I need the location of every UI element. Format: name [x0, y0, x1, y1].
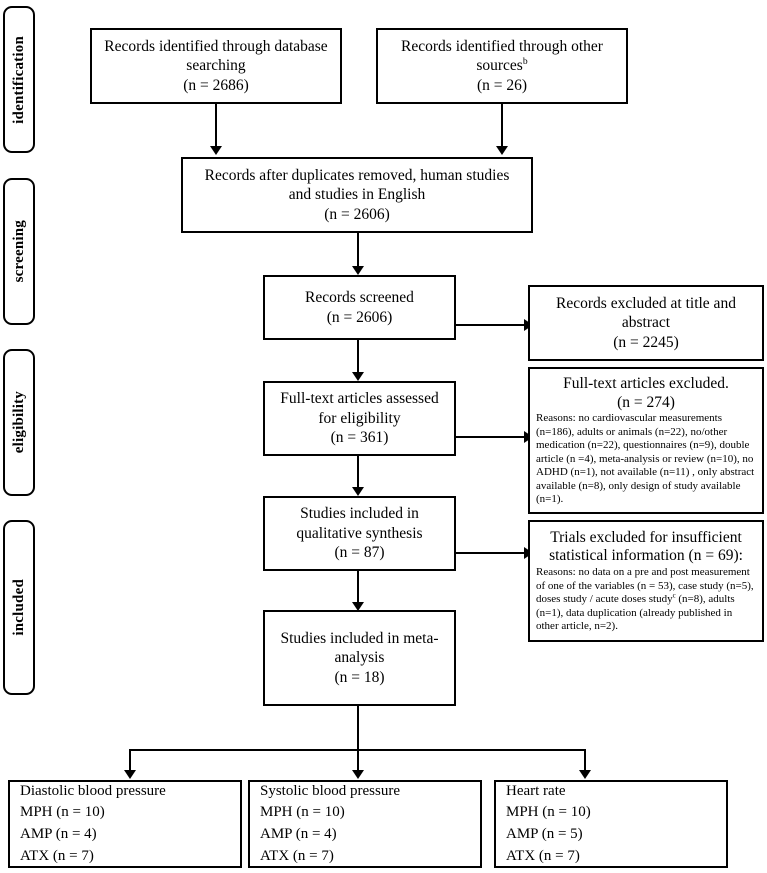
connector-outcome-diastolic: [129, 749, 131, 770]
node-meta-analysis-text: Studies included in meta- analysis (n = …: [280, 629, 439, 686]
connector-fulltext-to-excluded: [456, 436, 526, 438]
other-sources-count: (n = 26): [476, 76, 528, 94]
node-outcome-diastolic: Diastolic blood pressure MPH (n = 10) AM…: [8, 780, 242, 868]
node-outcome-systolic: Systolic blood pressure MPH (n = 10) AMP…: [248, 780, 482, 868]
node-fulltext-excluded-heading: Full-text articles excluded. (n = 274): [563, 374, 729, 411]
node-meta-analysis: Studies included in meta- analysis (n = …: [263, 610, 456, 706]
connector-fulltext-down: [357, 456, 359, 487]
phase-box-included: included: [3, 520, 35, 695]
arrowhead-fulltext-down: [352, 487, 364, 496]
phase-box-eligibility: eligibility: [3, 349, 35, 496]
arrowhead-outcome-diastolic: [124, 770, 136, 779]
node-records-excluded-title-abstract: Records excluded at title and abstract (…: [528, 285, 764, 361]
node-outcome-diastolic-text: Diastolic blood pressure MPH (n = 10) AM…: [20, 782, 166, 864]
arrowhead-qualitative-down: [352, 602, 364, 611]
connector-outcome-systolic: [357, 749, 359, 770]
connector-screened-down: [357, 340, 359, 372]
node-trials-excluded-heading: Trials excluded for insufficient statist…: [549, 528, 743, 565]
node-fulltext-assessed: Full-text articles assessed for eligibil…: [263, 381, 456, 456]
node-records-after-duplicates: Records after duplicates removed, human …: [181, 157, 533, 233]
node-trials-excluded-reasons: Reasons: no data on a pre and post measu…: [530, 566, 762, 633]
phase-label-eligibility: eligibility: [10, 391, 27, 454]
phase-box-identification: identification: [3, 6, 35, 153]
other-sources-title: Records identified through other sources: [401, 37, 603, 75]
other-sources-superscript: b: [522, 56, 528, 68]
arrowhead-outcome-systolic: [352, 770, 364, 779]
node-records-identified-other-sources-text: Records identified through other sources…: [378, 37, 626, 95]
node-outcome-systolic-text: Systolic blood pressure MPH (n = 10) AMP…: [260, 782, 400, 864]
phase-box-screening: screening: [3, 178, 35, 325]
node-records-screened-text: Records screened (n = 2606): [305, 289, 414, 326]
trials-excluded-reasons-pre: Reasons: no data on a pre and post measu…: [536, 566, 754, 606]
node-fulltext-excluded-reasons: Reasons: no cardiovascular measurements …: [536, 412, 755, 505]
arrowhead-after-duplicates-down: [352, 266, 364, 275]
node-records-identified-database-text: Records identified through database sear…: [104, 37, 328, 94]
arrowhead-db-search-down: [210, 146, 222, 155]
node-outcome-heartrate: Heart rate MPH (n = 10) AMP (n = 5) ATX …: [494, 780, 728, 868]
connector-qualitative-down: [357, 571, 359, 602]
arrowhead-other-sources-down: [496, 146, 508, 155]
node-outcome-heartrate-text: Heart rate MPH (n = 10) AMP (n = 5) ATX …: [506, 782, 591, 864]
phase-label-included: included: [10, 579, 27, 636]
connector-meta-analysis-stem: [357, 706, 359, 750]
arrowhead-screened-down: [352, 372, 364, 381]
node-records-identified-other-sources: Records identified through other sources…: [376, 28, 628, 104]
node-qualitative-synthesis: Studies included in qualitative synthesi…: [263, 496, 456, 571]
node-records-identified-database: Records identified through database sear…: [90, 28, 342, 104]
phase-label-screening: screening: [10, 220, 27, 283]
node-records-screened: Records screened (n = 2606): [263, 275, 456, 340]
node-fulltext-assessed-text: Full-text articles assessed for eligibil…: [280, 390, 439, 447]
trials-excluded-superscript: c: [672, 592, 676, 600]
phase-label-identification: identification: [10, 35, 27, 124]
node-trials-excluded: Trials excluded for insufficient statist…: [528, 520, 764, 642]
node-fulltext-excluded: Full-text articles excluded. (n = 274) R…: [528, 367, 764, 514]
node-records-excluded-title-abstract-text: Records excluded at title and abstract (…: [556, 294, 736, 351]
connector-other-sources-down: [501, 104, 503, 146]
node-qualitative-synthesis-text: Studies included in qualitative synthesi…: [296, 505, 423, 562]
connector-outcome-heartrate: [584, 749, 586, 770]
arrowhead-outcome-heartrate: [579, 770, 591, 779]
trials-excluded-reasons-post: (n=8), adults (n=1), data duplication (a…: [536, 593, 735, 633]
connector-qualitative-to-trials-excluded: [456, 552, 526, 554]
connector-after-duplicates-down: [357, 233, 359, 266]
node-records-after-duplicates-text: Records after duplicates removed, human …: [204, 166, 510, 223]
connector-screened-to-excluded: [456, 324, 526, 326]
connector-db-search-down: [215, 104, 217, 146]
